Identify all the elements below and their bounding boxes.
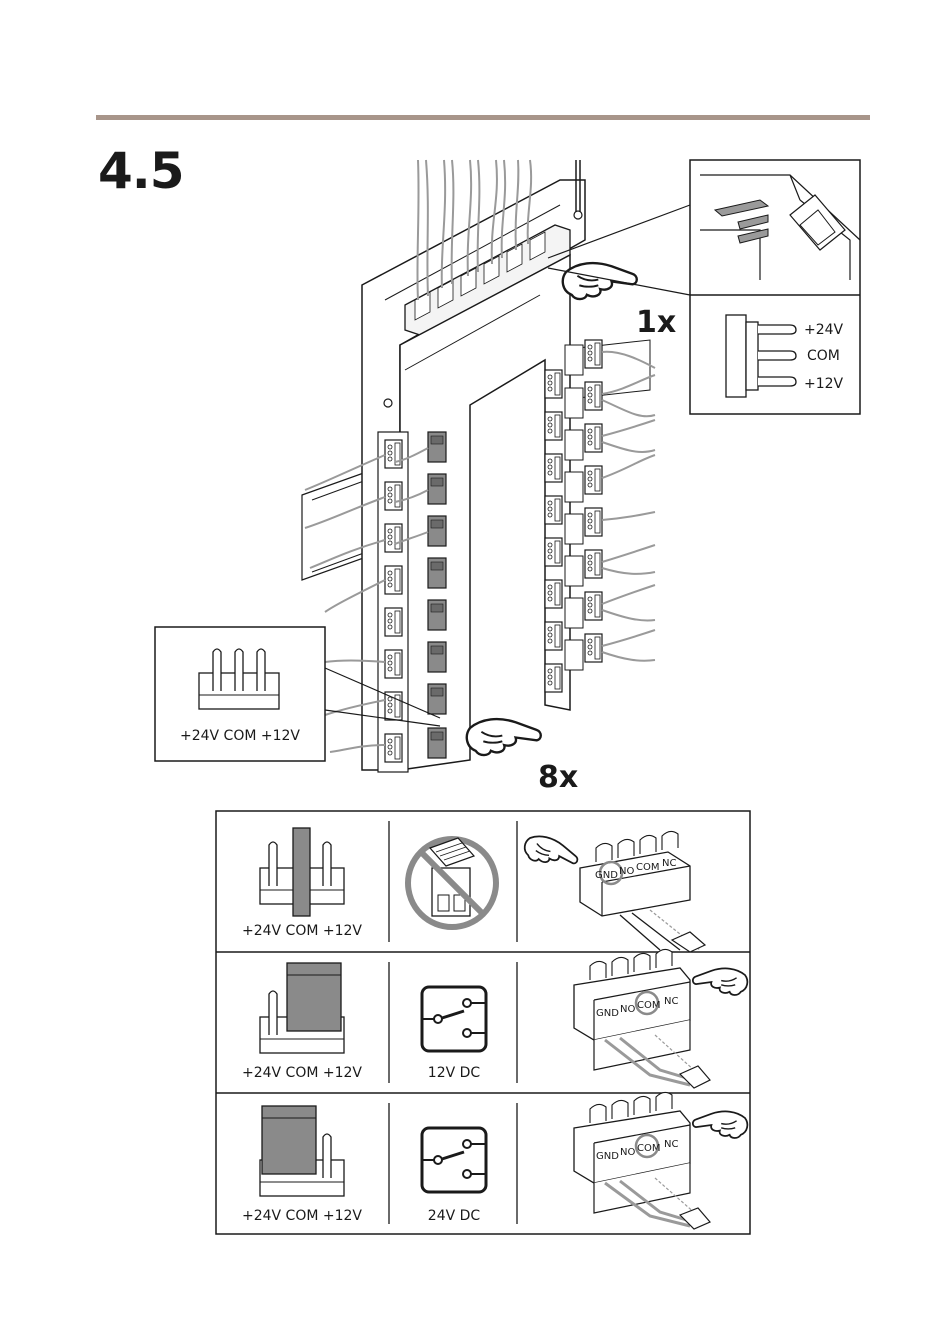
pin-label-com: COM <box>807 348 840 364</box>
terminal-label-nc: NC <box>664 1139 678 1150</box>
terminal-label-com: COM <box>637 1143 660 1154</box>
row3-jumper-label: +24V COM +12V <box>242 1208 362 1224</box>
io-module-board <box>302 160 655 772</box>
terminal-label-com: COM <box>636 862 659 873</box>
pin-label-12v: +12V <box>804 376 844 392</box>
terminal-label-no: NO <box>620 1004 635 1015</box>
terminal-label-no: NO <box>620 1147 635 1158</box>
relay-switch-icon <box>422 1128 486 1192</box>
terminal-label-nc: NC <box>662 858 676 869</box>
count-top-label: 1x <box>636 305 676 340</box>
row3-mode-label: 24V DC <box>428 1208 481 1224</box>
relay-config-table: +24V COM +12V GND NO <box>216 811 750 1234</box>
row2-mode-label: 12V DC <box>428 1065 481 1081</box>
hand-pointer-icon <box>563 263 637 299</box>
terminal-label-gnd: GND <box>595 870 618 881</box>
no-device-icon <box>408 838 496 927</box>
count-bottom-label: 8x <box>538 760 578 795</box>
terminal-label-nc: NC <box>664 996 678 1007</box>
jumper-pin-labels: +24V COM +12V <box>180 728 300 744</box>
relay-switch-icon <box>422 987 486 1051</box>
terminal-label-gnd: GND <box>596 1151 619 1162</box>
hand-pointer-icon <box>467 719 541 755</box>
row2-jumper-label: +24V COM +12V <box>242 1065 362 1081</box>
terminal-label-com: COM <box>637 1000 660 1011</box>
row1-jumper-label: +24V COM +12V <box>242 923 362 939</box>
pin-label-24v: +24V <box>804 322 844 338</box>
terminal-label-no: NO <box>619 866 634 877</box>
terminal-label-gnd: GND <box>596 1008 619 1019</box>
